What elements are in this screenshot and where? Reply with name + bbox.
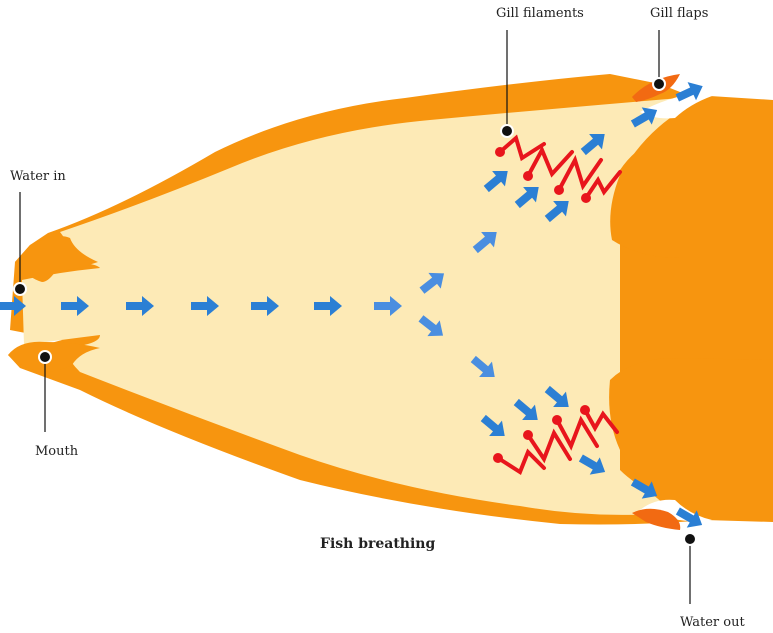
water-arrow xyxy=(126,296,154,316)
water-arrow xyxy=(514,187,539,209)
water-arrow xyxy=(544,385,569,407)
gill-filament xyxy=(555,415,599,451)
water-flow-arrows xyxy=(0,82,703,528)
label-water-in: Water in xyxy=(10,169,66,184)
water-arrow xyxy=(480,414,505,436)
upper-gill-arch xyxy=(610,96,773,258)
water-arrow xyxy=(470,355,495,377)
gill-filament-tip xyxy=(495,147,505,157)
gill-filament xyxy=(526,428,572,464)
gill-filament xyxy=(583,408,619,434)
water-arrow xyxy=(314,296,342,316)
water-arrow xyxy=(191,296,219,316)
gill-filament xyxy=(498,134,546,162)
dot-water-out xyxy=(683,532,697,546)
water-arrow xyxy=(578,454,606,475)
water-arrow xyxy=(483,171,508,193)
diagram-caption: Fish breathing xyxy=(320,536,435,552)
water-arrow xyxy=(544,201,569,223)
gill-filament-tip xyxy=(523,430,533,440)
lower-gill-arch xyxy=(609,358,773,520)
lower-gill-flap xyxy=(632,508,681,530)
dot-gill-flaps xyxy=(652,77,666,91)
gill-filament xyxy=(584,170,622,200)
gill-filament xyxy=(557,154,603,192)
water-arrow xyxy=(675,82,703,102)
gill-filament-tip xyxy=(580,405,590,415)
water-arrow xyxy=(418,315,444,337)
mouth-cavity xyxy=(22,98,680,515)
label-mouth: Mouth xyxy=(35,444,79,459)
water-arrow xyxy=(0,296,26,316)
gill-filament-tip xyxy=(523,171,533,181)
label-water-out: Water out xyxy=(680,615,745,630)
water-arrow xyxy=(374,296,402,316)
gill-filaments-group xyxy=(493,134,622,475)
gill-filament xyxy=(496,448,546,475)
label-gill-filaments: Gill filaments xyxy=(496,6,584,21)
upper-opening xyxy=(640,92,712,119)
dot-gill-filaments xyxy=(500,124,514,138)
gill-filament-tip xyxy=(552,415,562,425)
water-arrow xyxy=(630,107,658,128)
water-arrow xyxy=(419,272,445,294)
water-arrow xyxy=(580,134,605,156)
dot-water-in xyxy=(13,282,27,296)
lower-lip xyxy=(8,341,100,372)
upper-lip xyxy=(15,236,98,282)
gill-filament xyxy=(526,145,574,178)
gill-filament-tip xyxy=(581,193,591,203)
pointer-dots xyxy=(13,77,697,546)
water-arrow xyxy=(630,478,658,499)
gill-filament-tip xyxy=(554,185,564,195)
water-arrow xyxy=(251,296,279,316)
water-arrow xyxy=(472,232,497,254)
water-arrow xyxy=(675,507,703,528)
dot-mouth xyxy=(38,350,52,364)
label-pointers xyxy=(19,30,691,604)
gill-filament-tip xyxy=(493,453,503,463)
label-gill-flaps: Gill flaps xyxy=(650,6,708,21)
water-arrow xyxy=(61,296,89,316)
water-arrow xyxy=(513,398,538,420)
